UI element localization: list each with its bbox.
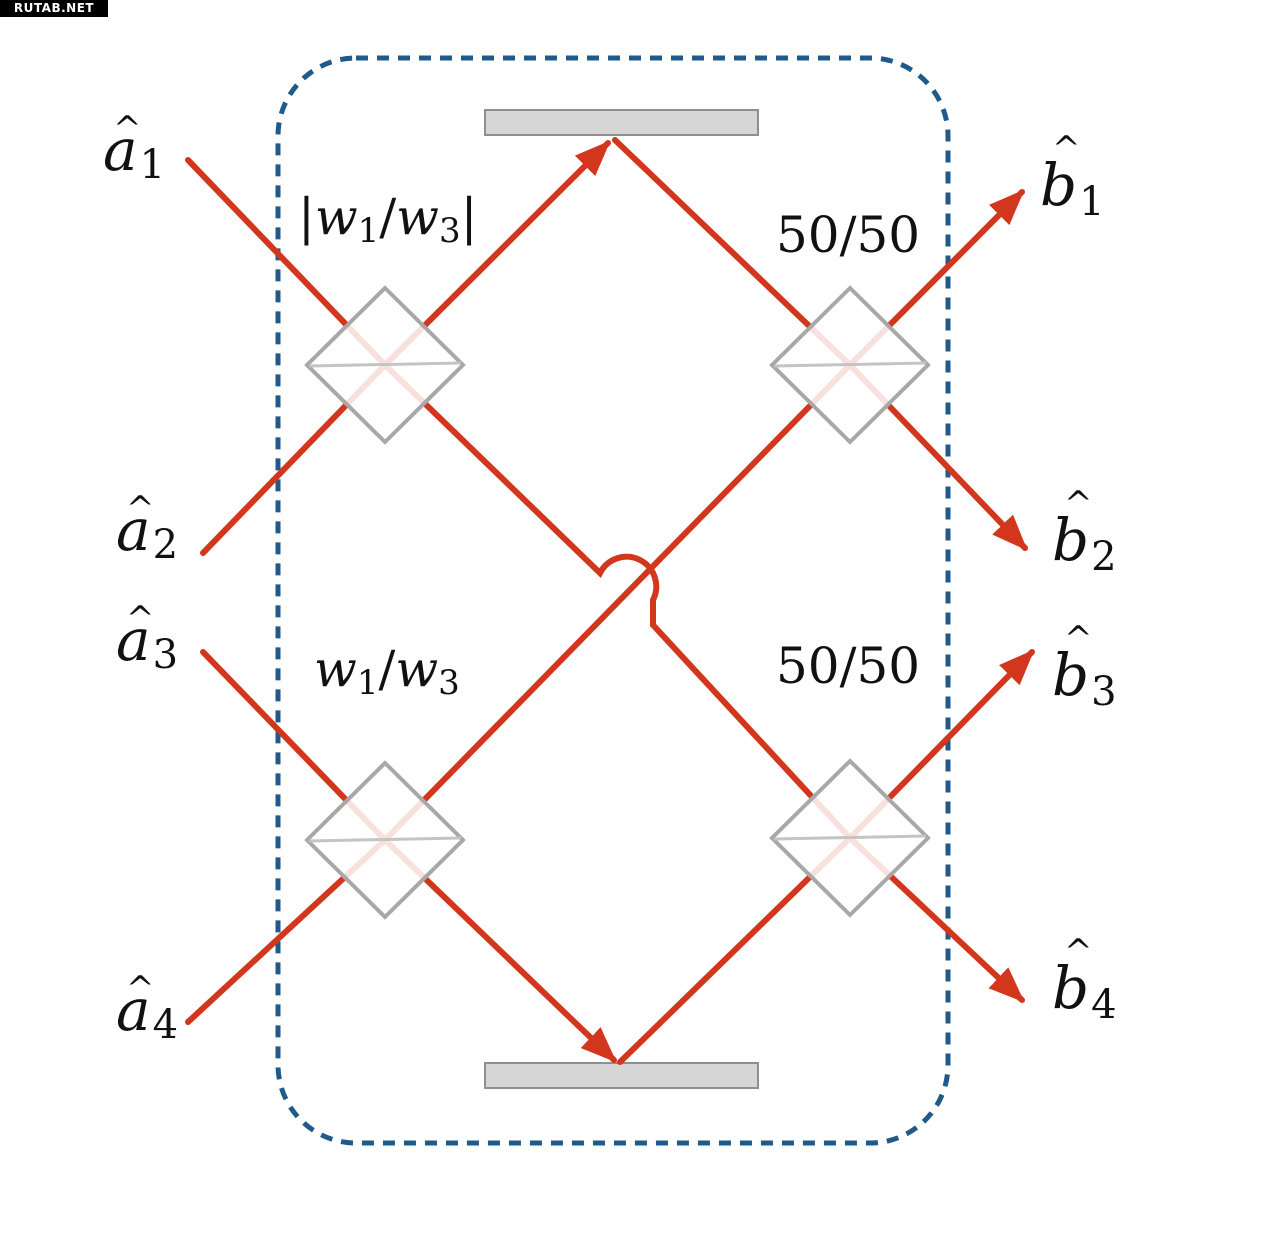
svg-text:^: ^ xyxy=(113,109,142,149)
output-label-b2: b2 ^ xyxy=(1052,484,1117,580)
svg-text:b4: b4 xyxy=(1052,954,1117,1028)
bottom-mirror xyxy=(484,1062,759,1089)
ratio-label-top-right: 50/50 xyxy=(776,206,920,264)
svg-text:^: ^ xyxy=(1064,619,1093,659)
ratio-label-top-left: |w1/w3| xyxy=(298,188,477,251)
svg-text:^: ^ xyxy=(1064,484,1093,524)
top-mirror xyxy=(484,109,759,136)
svg-text:^: ^ xyxy=(126,599,155,639)
beam-bl-to-tr xyxy=(382,362,853,843)
input-label-a2: a2 ^ xyxy=(116,489,178,568)
beam-splitter-bottom-right xyxy=(769,758,931,918)
svg-text:a2: a2 xyxy=(116,496,178,568)
beam-tl-to-br xyxy=(382,362,853,841)
svg-text:^: ^ xyxy=(126,489,155,529)
svg-text:b1: b1 xyxy=(1040,151,1105,225)
svg-text:^: ^ xyxy=(126,969,155,1009)
beam-splitter-top-right xyxy=(769,285,931,445)
svg-text:a4: a4 xyxy=(116,976,178,1048)
svg-text:a1: a1 xyxy=(103,116,165,188)
svg-text:^: ^ xyxy=(1052,129,1081,169)
beam-splitter-top-left xyxy=(304,285,466,445)
svg-text:b2: b2 xyxy=(1052,506,1117,580)
output-label-b3: b3 ^ xyxy=(1052,619,1117,715)
ratio-label-bottom-right: 50/50 xyxy=(776,637,920,695)
output-label-b1: b1 ^ xyxy=(1040,129,1105,225)
output-label-b4: b4 ^ xyxy=(1052,932,1117,1028)
input-label-a3: a3 ^ xyxy=(116,599,178,678)
ratio-label-bottom-left: w1/w3 xyxy=(314,640,460,703)
system-boundary-dashed-box xyxy=(275,55,951,1146)
input-label-a1: a1 ^ xyxy=(103,109,165,188)
svg-text:b3: b3 xyxy=(1052,641,1117,715)
svg-text:a3: a3 xyxy=(116,606,178,678)
svg-text:^: ^ xyxy=(1064,932,1093,972)
beam-splitter-bottom-left xyxy=(304,760,466,920)
watermark-badge: RUTAB.NET xyxy=(0,0,108,17)
input-label-a4: a4 ^ xyxy=(116,969,178,1048)
